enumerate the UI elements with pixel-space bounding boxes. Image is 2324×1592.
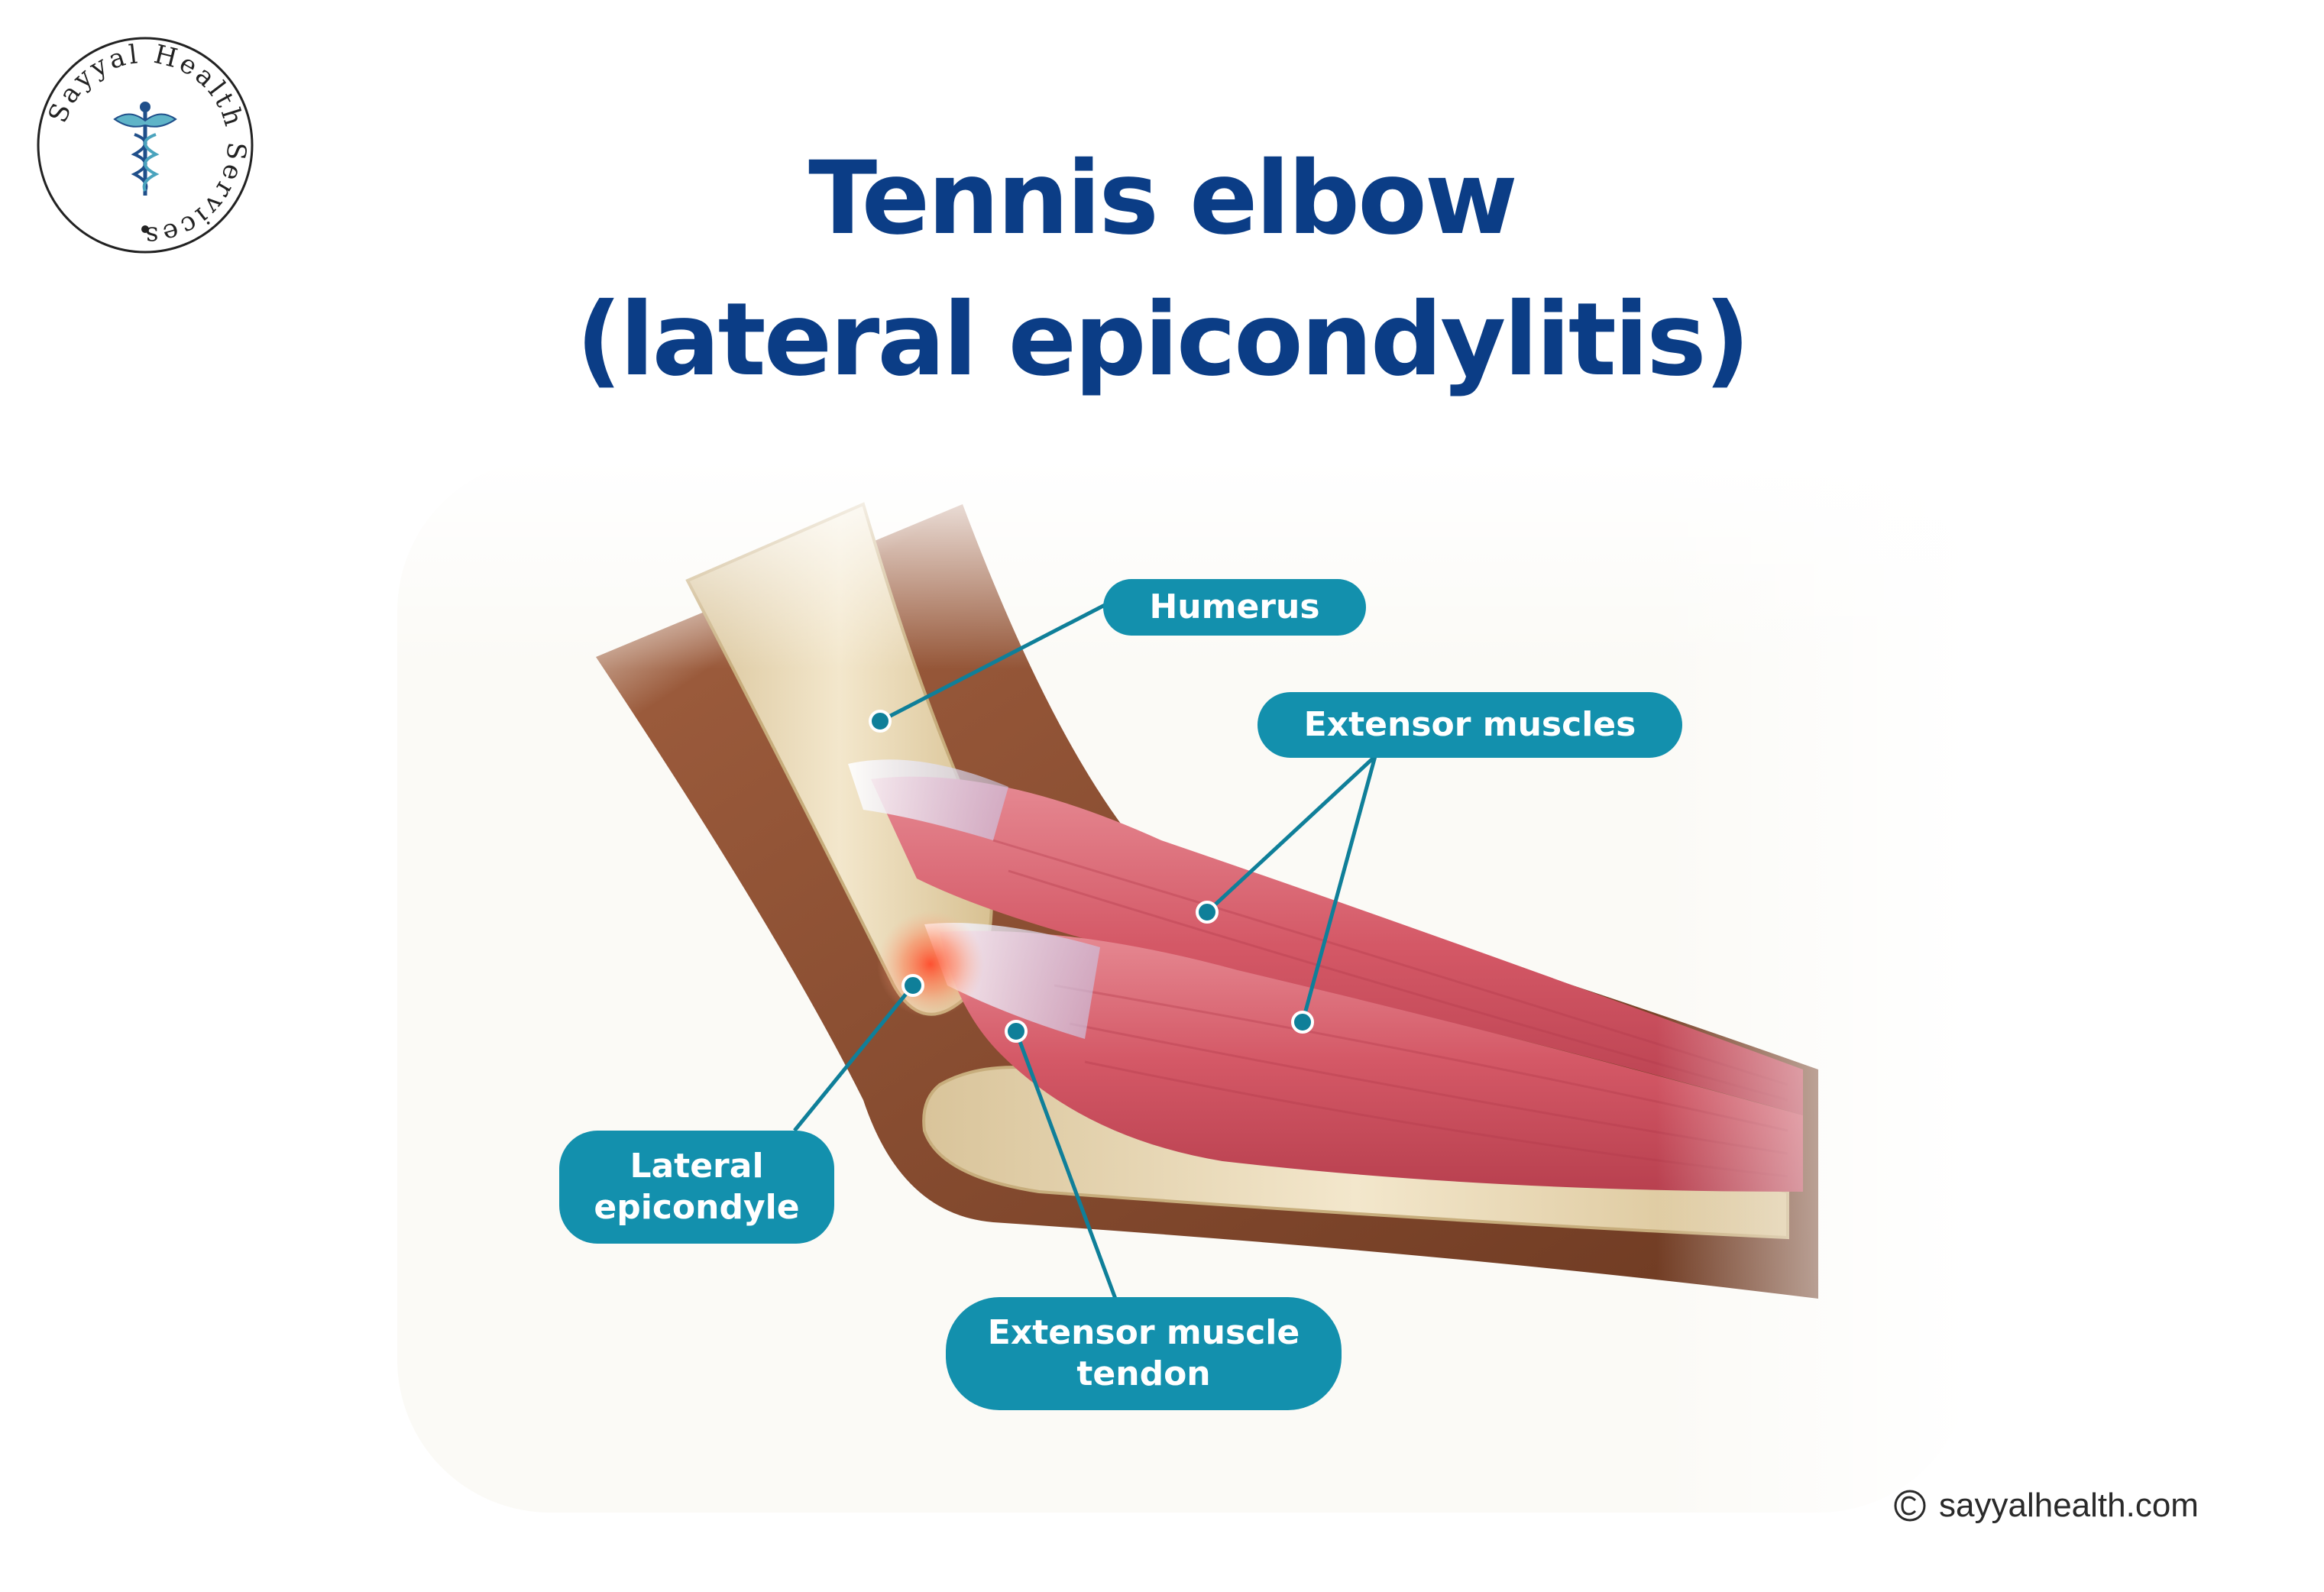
sayyal-health-logo: Sayyal Health Services bbox=[37, 37, 254, 254]
label-lateral-epicondyle-line2: epicondyle bbox=[594, 1188, 800, 1227]
label-extensor-tendon-line2: tendon bbox=[1076, 1354, 1211, 1393]
leader-humerus bbox=[879, 601, 1109, 723]
caduceus-icon bbox=[113, 102, 177, 196]
label-humerus: Humerus bbox=[1103, 579, 1366, 636]
label-extensor-muscles: Extensor muscles bbox=[1257, 692, 1682, 758]
title-line-2: (lateral epicondylitis) bbox=[575, 281, 1750, 399]
leader-epicondyle bbox=[793, 984, 914, 1132]
label-humerus-text: Humerus bbox=[1149, 587, 1320, 626]
site-credit: sayyalhealth.com bbox=[1893, 1487, 2199, 1525]
leader-dots bbox=[869, 710, 1314, 1043]
label-extensor-tendon: Extensor muscle tendon bbox=[946, 1297, 1342, 1410]
leader-extensor-2 bbox=[1300, 756, 1377, 1023]
label-extensor-muscles-text: Extensor muscles bbox=[1303, 705, 1636, 744]
leader-lines bbox=[793, 601, 1377, 1299]
leader-tendon bbox=[1014, 1031, 1118, 1299]
label-extensor-tendon-line1: Extensor muscle bbox=[987, 1313, 1300, 1352]
site-credit-text: sayyalhealth.com bbox=[1939, 1487, 2199, 1524]
title-line-1: Tennis elbow bbox=[808, 140, 1518, 257]
copyright-icon bbox=[1894, 1490, 1926, 1522]
label-lateral-epicondyle-line1: Lateral bbox=[630, 1147, 764, 1186]
leader-extensor-1 bbox=[1206, 755, 1377, 914]
label-lateral-epicondyle: Lateral epicondyle bbox=[559, 1131, 834, 1244]
